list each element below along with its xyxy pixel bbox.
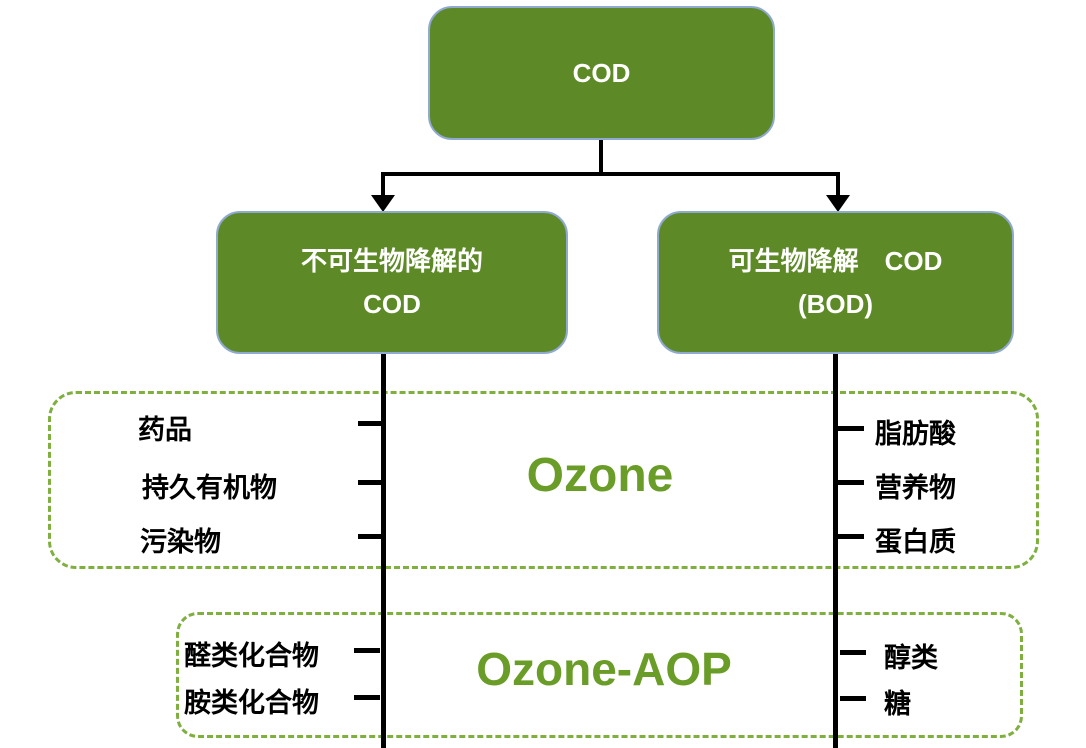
connector-horizontal-bar: [381, 172, 840, 176]
tick-mark: [840, 650, 866, 655]
ozone-aop-right-item: 醇类: [884, 643, 938, 673]
tick-mark: [838, 426, 864, 431]
ozone-left-item: 污染物: [140, 527, 221, 557]
tick-mark: [838, 480, 864, 485]
node-biodegradable-line1: 可生物降解 COD: [728, 245, 943, 276]
connector-root-stem: [599, 140, 603, 174]
tick-mark: [358, 534, 384, 539]
node-biodegradable-line2: (BOD): [797, 288, 874, 319]
tick-mark: [358, 421, 384, 426]
node-biodegradable-cod: 可生物降解 COD (BOD): [657, 211, 1014, 354]
ozone-left-item: 药品: [138, 415, 192, 445]
ozone-right-item: 蛋白质: [875, 527, 956, 557]
node-nonbiodegradable-cod: 不可生物降解的 COD: [216, 211, 568, 354]
ozone-right-item: 脂肪酸: [875, 419, 956, 449]
ozone-section-title: Ozone: [526, 449, 674, 502]
axis-line-biodegradable: [833, 352, 838, 748]
ozone-left-item: 持久有机物: [142, 473, 277, 503]
node-cod-label: COD: [572, 57, 631, 88]
arrowhead-right-icon: [826, 195, 850, 212]
node-nonbiodegradable-line1: 不可生物降解的: [300, 245, 483, 276]
tick-mark: [840, 696, 866, 701]
tick-mark: [354, 695, 380, 700]
axis-line-nonbiodegradable: [381, 352, 386, 748]
node-nonbiodegradable-line2: COD: [363, 288, 421, 319]
ozone-aop-right-item: 糖: [884, 689, 911, 719]
connector-left-arm: [381, 172, 385, 198]
arrowhead-left-icon: [371, 195, 395, 212]
tick-mark: [838, 534, 864, 539]
ozone-aop-left-item: 胺类化合物: [184, 688, 319, 718]
ozone-section-box: [48, 391, 1039, 569]
connector-right-arm: [836, 172, 840, 198]
ozone-aop-left-item: 醛类化合物: [184, 641, 319, 671]
tick-mark: [358, 480, 384, 485]
tick-mark: [354, 648, 380, 653]
ozone-aop-section-title: Ozone-AOP: [476, 643, 732, 695]
ozone-aop-section-box: [176, 612, 1023, 738]
ozone-right-item: 营养物: [875, 473, 956, 503]
node-cod: COD: [428, 6, 775, 140]
